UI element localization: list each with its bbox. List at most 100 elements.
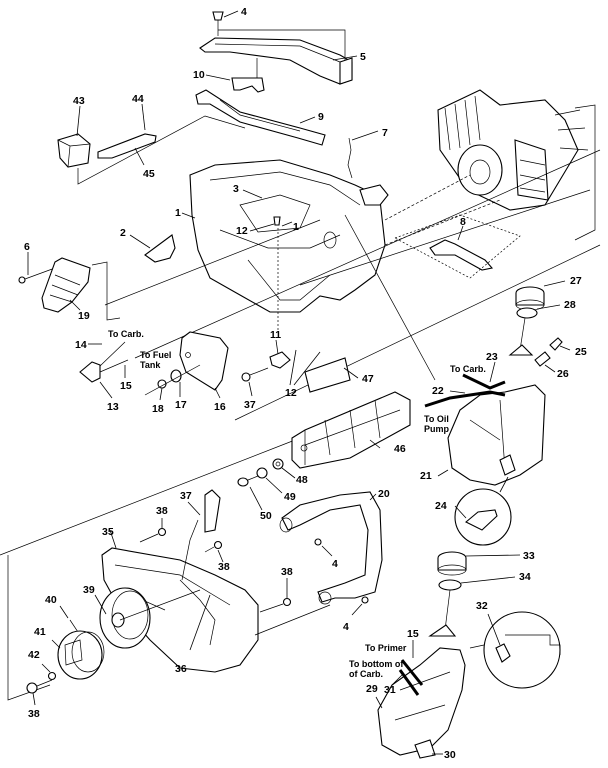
callout-44: 44	[132, 93, 144, 105]
callout-18: 18	[152, 403, 164, 415]
plate-2	[144, 234, 176, 263]
callout-21: 21	[420, 470, 432, 482]
washer-49	[256, 467, 268, 479]
callout-17: 17	[175, 399, 187, 411]
cap-11	[269, 351, 291, 369]
note-to-fuel-tank-line2: Tank	[140, 360, 161, 370]
callout-4-handle-mid: 4	[332, 558, 338, 570]
muffler-shield-46	[291, 391, 411, 469]
callout-9: 9	[318, 111, 324, 123]
callout-20: 20	[378, 488, 390, 500]
callout-45: 45	[143, 168, 155, 180]
bolt-50	[237, 475, 259, 487]
callout-37-starter: 37	[180, 490, 192, 502]
callout-35: 35	[102, 526, 114, 538]
top-handle-cover	[199, 37, 353, 85]
note-to-carb-primer: To Carb.	[108, 329, 144, 339]
callout-48: 48	[296, 474, 308, 486]
screw-38-d	[26, 679, 53, 694]
handle-9	[195, 89, 326, 146]
rotor-41	[57, 630, 105, 680]
bracket-37-starter	[181, 489, 221, 581]
screw-38-b	[204, 540, 223, 553]
callout-1-left: 1	[175, 207, 181, 219]
screw-38-a	[139, 527, 167, 543]
screw-4-top	[212, 11, 224, 36]
callout-30: 30	[444, 749, 456, 761]
washer-48	[272, 458, 284, 470]
note-to-oil-pump-line1: To Oil	[424, 414, 449, 424]
callout-40: 40	[45, 594, 57, 606]
callout-38-a: 38	[156, 505, 168, 517]
callout-7: 7	[382, 127, 388, 139]
callout-3: 3	[233, 183, 239, 195]
callout-10: 10	[193, 69, 205, 81]
note-to-bottom-carb-line2: of Carb.	[349, 669, 383, 679]
fitting-26	[534, 351, 551, 367]
clip-8	[429, 239, 494, 271]
callout-38-c: 38	[281, 566, 293, 578]
washer-42	[47, 671, 57, 681]
vent-25	[549, 337, 563, 351]
hose-23	[462, 373, 506, 390]
callout-23: 23	[486, 351, 498, 363]
spring-7	[347, 137, 353, 179]
callout-12-lower: 12	[285, 387, 297, 399]
grill-19	[41, 257, 91, 313]
detail-circle-24	[454, 488, 512, 546]
switch-43	[57, 133, 91, 168]
bracket-10	[231, 58, 265, 93]
callout-42: 42	[28, 649, 40, 661]
screw-38-c	[259, 597, 292, 613]
decal-47	[304, 357, 351, 393]
primer-bulb-13	[79, 341, 129, 383]
main-housing	[189, 159, 389, 313]
hose-15-fuel	[400, 659, 424, 686]
screw-12-top	[273, 216, 281, 226]
note-to-primer: To Primer	[365, 643, 407, 653]
callout-37-housing: 37	[244, 399, 256, 411]
fuel-filter	[428, 624, 457, 637]
callout-15-primer: 15	[120, 380, 132, 392]
callout-32: 32	[476, 600, 488, 612]
callout-11: 11	[270, 329, 281, 341]
screw-6	[18, 267, 56, 284]
callout-31: 31	[384, 684, 396, 696]
gasket-28	[516, 307, 538, 319]
bolt-37-housing	[241, 367, 269, 382]
detail-circle-32	[483, 611, 561, 689]
oil-tank-21	[447, 384, 546, 486]
callout-24: 24	[435, 500, 447, 512]
note-to-carb-oil: To Carb.	[450, 364, 486, 374]
callout-6: 6	[24, 241, 30, 253]
callout-4: 4	[241, 6, 247, 18]
callout-38-d: 38	[28, 708, 40, 720]
callout-28: 28	[564, 299, 576, 311]
callout-8: 8	[460, 216, 466, 228]
callout-15-fuel: 15	[407, 628, 419, 640]
callout-19: 19	[78, 310, 90, 322]
callout-34: 34	[519, 571, 531, 583]
callout-46: 46	[394, 443, 406, 455]
callout-12-top: 12	[236, 225, 248, 237]
fuel-cap-33	[437, 551, 467, 576]
callout-27: 27	[570, 275, 582, 287]
callout-5: 5	[360, 51, 366, 63]
callout-1-right: 1	[293, 221, 299, 233]
callout-38-b: 38	[218, 561, 230, 573]
callout-26: 26	[557, 368, 569, 380]
screw-4-handle-low	[361, 596, 369, 604]
front-handle-20	[279, 491, 383, 605]
hose-31	[398, 669, 420, 696]
note-to-oil-pump-line2: Pump	[424, 424, 450, 434]
callout-29: 29	[366, 683, 378, 695]
callout-2: 2	[120, 227, 126, 239]
switch-plate-44	[97, 133, 157, 159]
callout-49: 49	[284, 491, 296, 503]
callout-16: 16	[214, 401, 226, 413]
callout-43: 43	[73, 95, 85, 107]
callout-47: 47	[362, 373, 374, 385]
hose-22	[424, 390, 506, 408]
fuel-tank-29	[377, 647, 466, 759]
